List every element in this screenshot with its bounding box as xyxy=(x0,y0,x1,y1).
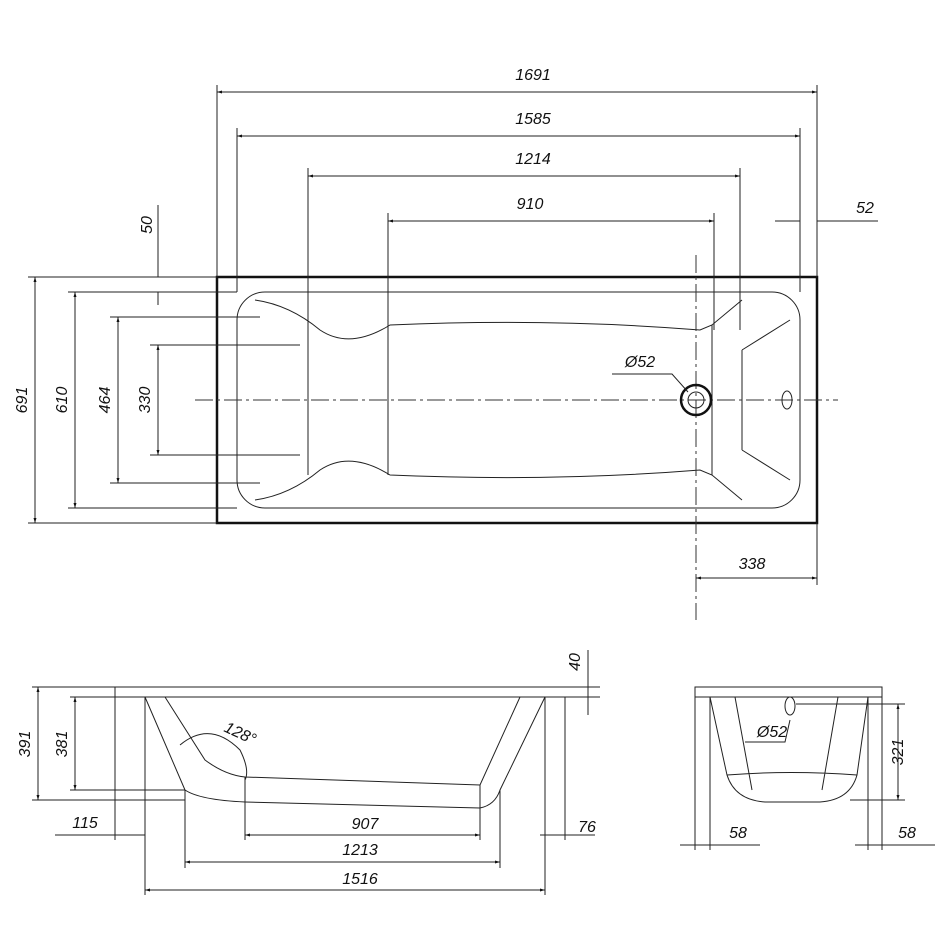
dim-label: 1213 xyxy=(342,842,378,859)
end-view: 321 Ø52 58 58 xyxy=(680,686,935,850)
extension-lines-end xyxy=(745,703,905,801)
tub-end-outer xyxy=(709,696,869,803)
dim-58-lines xyxy=(680,697,935,850)
tub-basin-lower xyxy=(254,460,743,501)
dim-label: 58 xyxy=(898,825,916,842)
dim-label: 1214 xyxy=(515,151,551,168)
dim-label: 321 xyxy=(890,739,907,766)
side-view: 128° 391 381 40 115 76 907 1213 1516 xyxy=(17,650,600,895)
dim-label: Ø52 xyxy=(756,724,787,741)
tub-body-inner xyxy=(164,696,521,786)
angle-arc xyxy=(179,733,248,781)
dim-label: 381 xyxy=(54,731,71,758)
dim-label: 907 xyxy=(352,816,380,833)
dim-label: 58 xyxy=(729,825,747,842)
extension-lines-left xyxy=(28,276,300,524)
dim-label: 338 xyxy=(739,556,766,573)
drain-icon xyxy=(679,383,713,417)
tub-end-inner xyxy=(726,696,858,791)
dim-label: 610 xyxy=(54,387,71,414)
tub-rim-side xyxy=(114,686,589,698)
dim-label: 691 xyxy=(14,387,31,414)
dim-label: 1516 xyxy=(342,871,378,888)
dim-label: 52 xyxy=(856,200,874,217)
dim-label: 391 xyxy=(17,731,34,758)
overflow-hole xyxy=(784,696,796,716)
extension-lines-bottom xyxy=(114,697,566,895)
dim-label: 330 xyxy=(137,387,154,414)
dim-label: 910 xyxy=(517,196,544,213)
dim-label: 76 xyxy=(578,819,596,836)
dim-label: 40 xyxy=(567,653,584,671)
extension-lines-top xyxy=(216,85,818,330)
tub-body-outer xyxy=(144,696,546,809)
drain-leader xyxy=(612,373,689,393)
dim-label: 115 xyxy=(72,815,98,832)
dim-label: 464 xyxy=(97,387,114,414)
dim-label: 1691 xyxy=(515,67,551,84)
tub-rim-end xyxy=(694,686,883,698)
dim-label: 1585 xyxy=(515,111,551,128)
dim-label: 128° xyxy=(221,719,259,749)
overflow-hole xyxy=(781,390,793,410)
top-view: 1691 1585 1214 910 52 691 610 464 330 50… xyxy=(14,67,878,620)
dim-label: Ø52 xyxy=(624,354,655,371)
drain-inner xyxy=(687,391,705,409)
extension-lines-side xyxy=(32,686,185,801)
dim-40-lines xyxy=(587,650,600,715)
tub-basin-upper xyxy=(254,299,743,340)
dim-label: 50 xyxy=(139,216,156,234)
